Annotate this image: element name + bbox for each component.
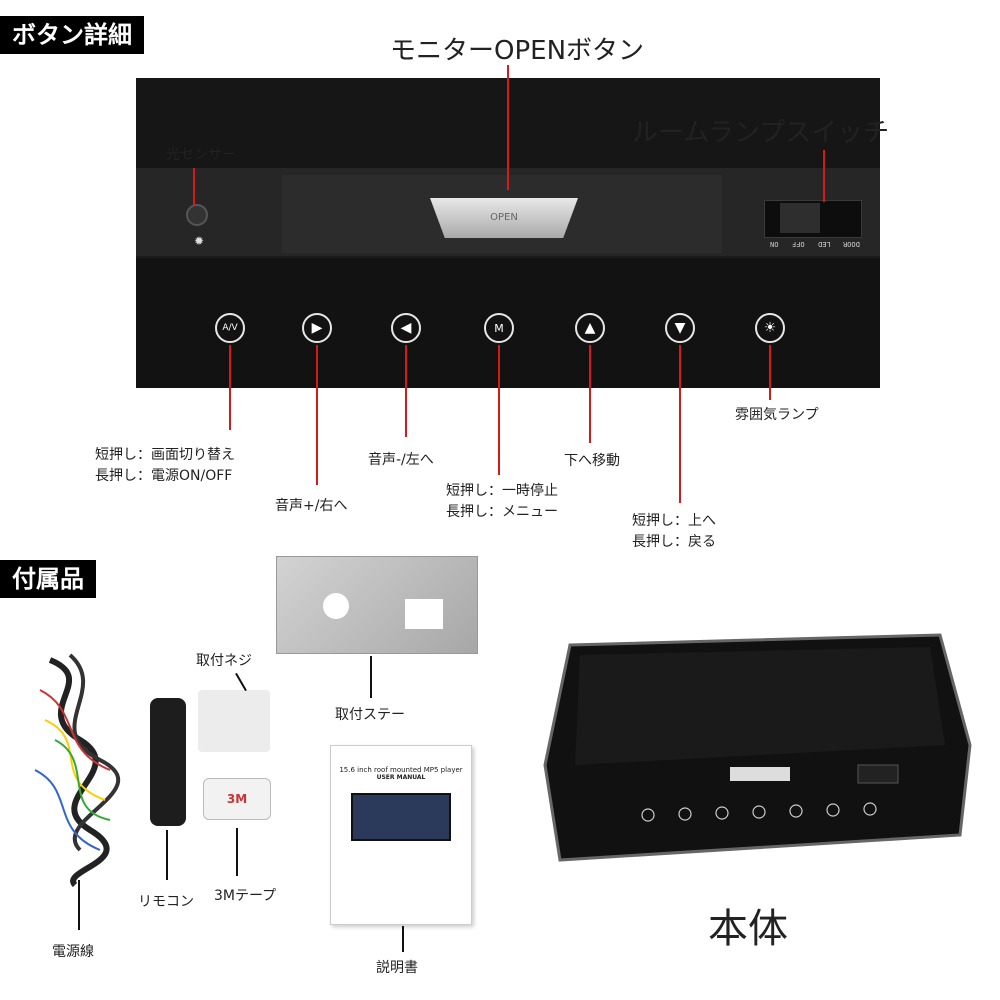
callout-line-open xyxy=(507,65,509,190)
callout-monitor-open: モニターOPENボタン xyxy=(390,36,645,66)
callout-btn5: 下へ移動 xyxy=(564,453,620,469)
source-power-icon[interactable]: A/V xyxy=(215,313,245,343)
callout-room-lamp-switch: ルームランプスイッチ xyxy=(632,118,890,148)
screws-image xyxy=(198,690,270,752)
callout-line-btn3 xyxy=(405,345,407,437)
callout-btn6-long: 長押し：戻る xyxy=(632,534,716,550)
label-screws: 取付ネジ xyxy=(196,653,252,669)
section-title-button-detail: ボタン詳細 xyxy=(0,16,144,54)
monitor-open-button[interactable]: OPEN xyxy=(430,198,578,238)
label-power-cable: 電源線 xyxy=(52,944,94,960)
section-title-accessories: 付属品 xyxy=(0,560,96,598)
manual-device-photo xyxy=(351,793,451,841)
callout-line-btn6 xyxy=(679,345,681,503)
tape-image: 3M xyxy=(203,778,271,820)
callout-line-switch xyxy=(823,150,825,202)
callout-line-btn7 xyxy=(769,345,771,400)
play-right-icon[interactable]: ▶ xyxy=(302,313,332,343)
callout-btn4-short: 短押し：一時停止 xyxy=(446,483,558,499)
manual-title: 15.6 inch roof mounted MP5 player xyxy=(339,766,463,774)
label-bracket: 取付ステー xyxy=(335,707,405,723)
sun-icon: ✹ xyxy=(194,234,205,248)
callout-line-btn2 xyxy=(316,345,318,485)
callout-light-sensor: 光センサー xyxy=(166,147,236,163)
callout-btn1-short: 短押し：画面切り替え xyxy=(95,447,235,463)
callout-line-btn1 xyxy=(229,345,231,430)
manual-subtitle: USER MANUAL xyxy=(376,774,426,781)
up-triangle-icon[interactable]: ▲ xyxy=(575,313,605,343)
callout-line-bracket xyxy=(370,656,372,698)
remote-control-image xyxy=(150,698,186,826)
pause-menu-icon[interactable]: M xyxy=(484,313,514,343)
light-icon[interactable]: ☀ xyxy=(755,313,785,343)
switch-label-led: LED xyxy=(818,240,831,248)
label-tape: 3Mテープ xyxy=(214,888,277,904)
switch-label-off: OFF xyxy=(792,240,805,248)
mounting-bracket-image xyxy=(276,556,478,654)
main-unit-image xyxy=(543,633,972,862)
light-sensor-icon xyxy=(186,204,208,226)
callout-line-btn5 xyxy=(589,345,591,443)
switch-label-door: DOOR xyxy=(843,240,860,248)
label-main-unit: 本体 xyxy=(708,906,788,952)
callout-mood-lamp: 雰囲気ランプ xyxy=(735,407,819,423)
callout-line-screws xyxy=(235,672,247,692)
switch-label-on: ON xyxy=(770,240,779,248)
down-return-icon[interactable]: ▼ xyxy=(665,313,695,343)
label-remote: リモコン xyxy=(138,894,194,910)
callout-btn3: 音声-/左へ xyxy=(368,452,434,468)
label-manual: 説明書 xyxy=(376,960,418,976)
callout-btn1-long: 長押し：電源ON/OFF xyxy=(95,468,233,484)
open-button-text: OPEN xyxy=(490,212,518,223)
callout-line-sensor xyxy=(193,168,195,206)
callout-line-remote xyxy=(166,830,168,880)
callout-btn4-long: 長押し：メニュー xyxy=(446,504,558,520)
callout-line-cable xyxy=(78,880,80,930)
callout-line-manual xyxy=(402,926,404,952)
switch-knob[interactable] xyxy=(780,203,820,233)
callout-line-btn4 xyxy=(498,345,500,475)
callout-line-tape xyxy=(236,828,238,876)
callout-btn2: 音声+/右へ xyxy=(275,498,348,514)
power-cable-image xyxy=(34,653,121,888)
callout-btn6-short: 短押し：上へ xyxy=(632,513,716,529)
tape-text: 3M xyxy=(226,792,248,806)
user-manual-image: 15.6 inch roof mounted MP5 player USER M… xyxy=(330,745,472,925)
play-left-icon[interactable]: ◀ xyxy=(391,313,421,343)
